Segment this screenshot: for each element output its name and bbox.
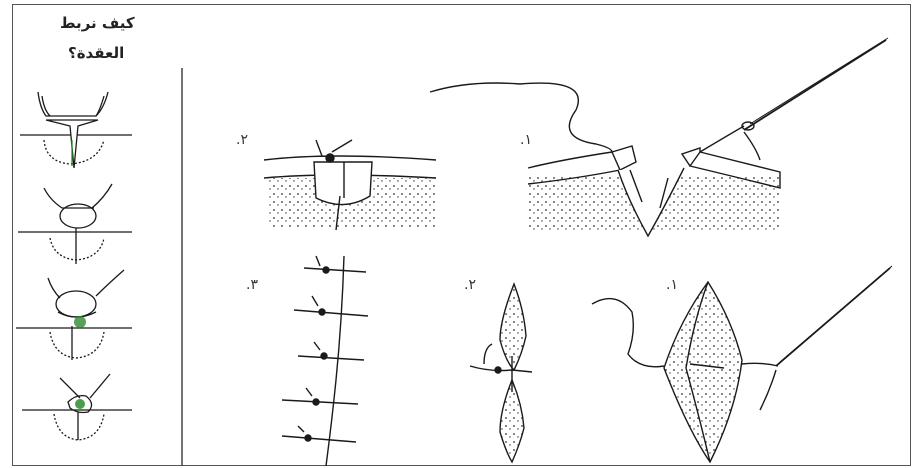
knot-step-4	[22, 374, 132, 440]
stitch-2	[294, 296, 368, 316]
sutured-wound	[282, 256, 368, 466]
stitch-3	[298, 342, 364, 360]
wound-needle-top	[430, 38, 888, 236]
knot-step-2	[18, 184, 132, 264]
wound-needle-bottom	[592, 266, 892, 462]
stitch-5	[282, 426, 356, 442]
knot-step-1	[20, 92, 132, 168]
tied-stitch-top	[264, 140, 436, 230]
wound-single-stitch	[470, 284, 532, 462]
knot-step-3	[16, 270, 132, 360]
stitch-4	[282, 388, 358, 405]
stitch-1	[304, 256, 366, 273]
